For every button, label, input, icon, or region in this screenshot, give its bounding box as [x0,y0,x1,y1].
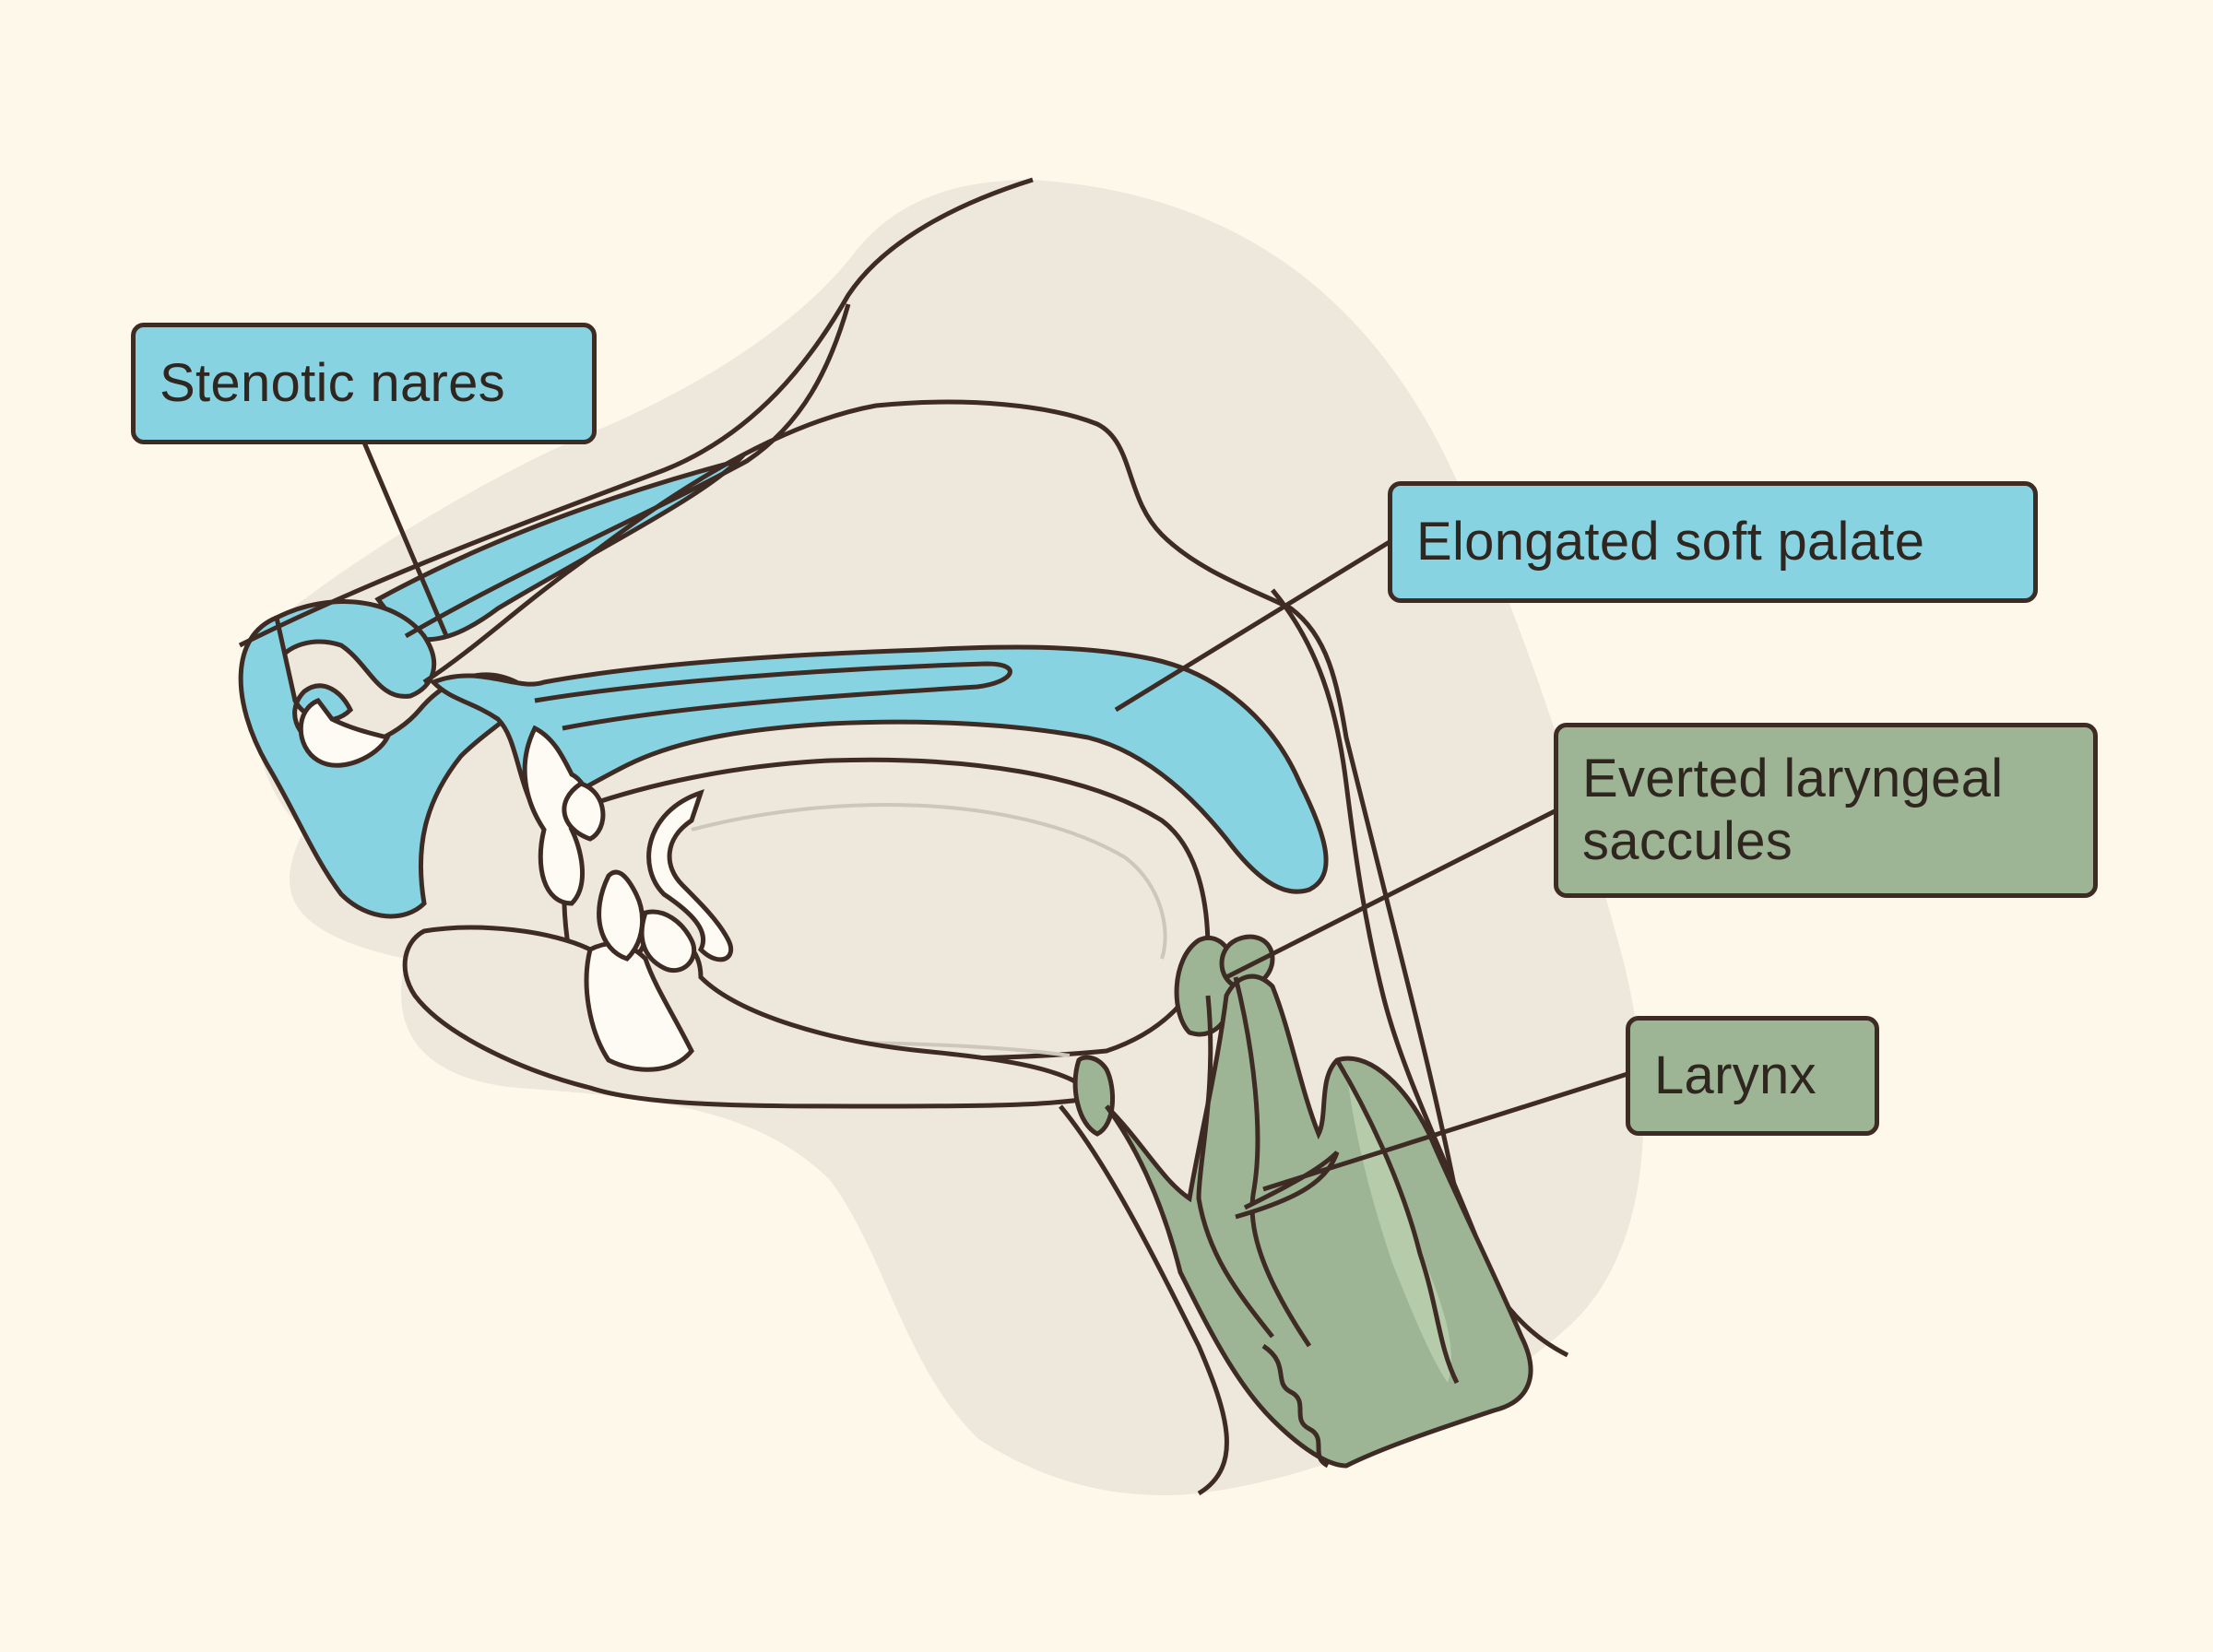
label-elongated-soft-palate-text: Elongated soft palate [1416,511,1924,573]
label-everted-laryngeal-saccules-text: Everted laryngeal saccules [1582,748,2003,873]
label-larynx: Larynx [1626,1016,1879,1136]
label-stenotic-nares-text: Stenotic nares [160,352,505,415]
label-larynx-text: Larynx [1654,1044,1817,1107]
label-elongated-soft-palate: Elongated soft palate [1388,481,2038,603]
label-everted-laryngeal-saccules: Everted laryngeal saccules [1554,723,2098,898]
label-stenotic-nares: Stenotic nares [131,323,597,444]
